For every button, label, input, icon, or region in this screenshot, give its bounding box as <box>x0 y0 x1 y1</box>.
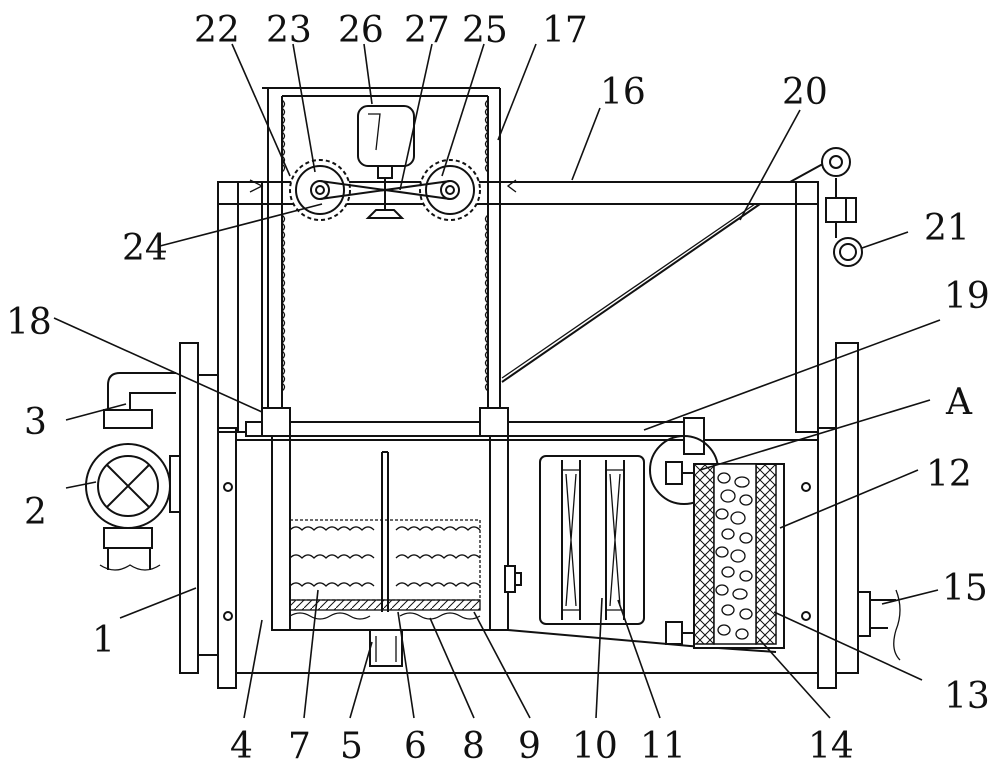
drive-belt <box>319 178 451 200</box>
callout-4: 4 <box>230 726 253 767</box>
callout-18: 18 <box>6 302 52 343</box>
pump <box>85 372 181 571</box>
callout-14: 14 <box>808 726 854 767</box>
callout-3: 3 <box>24 402 47 443</box>
callout-10: 10 <box>572 726 618 767</box>
callout-20: 20 <box>782 72 828 113</box>
leader-lines <box>53 43 941 719</box>
callout-25: 25 <box>462 10 508 51</box>
filter-cartridge <box>649 435 785 649</box>
callout-12: 12 <box>926 454 972 495</box>
callout-16: 16 <box>600 72 646 113</box>
callout-27: 27 <box>404 10 450 51</box>
callout-15: 15 <box>942 568 988 609</box>
callout-13: 13 <box>944 676 990 717</box>
callout-11: 11 <box>640 726 686 767</box>
callout-22: 22 <box>194 10 240 51</box>
frame-breaks <box>249 179 517 193</box>
callout-1: 1 <box>92 620 115 661</box>
callout-9: 9 <box>518 726 541 767</box>
callout-8: 8 <box>462 726 485 767</box>
filter-frame <box>539 455 645 625</box>
callout-6: 6 <box>404 726 427 767</box>
lift-housing <box>262 87 501 422</box>
callout-23: 23 <box>266 10 312 51</box>
callout-26: 26 <box>338 10 384 51</box>
callout-24: 24 <box>122 228 168 269</box>
callout-7: 7 <box>288 726 311 767</box>
sloped-bottom <box>507 629 777 653</box>
callout-19: 19 <box>944 276 990 317</box>
gear-right <box>419 159 481 221</box>
callout-5: 5 <box>340 726 363 767</box>
guide-rod <box>245 407 705 455</box>
outlet-pipe <box>857 589 901 661</box>
callout-21: 21 <box>924 208 970 249</box>
callout-labels: 22 23 26 27 25 17 16 20 21 24 18 19 A 3 … <box>6 10 990 767</box>
process-tank <box>271 435 522 667</box>
callout-2: 2 <box>24 492 47 533</box>
callout-17: 17 <box>542 10 588 51</box>
gear-left <box>289 159 351 221</box>
rope-pulley <box>501 147 863 383</box>
motor <box>357 105 415 219</box>
callout-A: A <box>945 382 973 423</box>
upper-frame <box>217 181 819 433</box>
main-tank <box>179 342 859 689</box>
